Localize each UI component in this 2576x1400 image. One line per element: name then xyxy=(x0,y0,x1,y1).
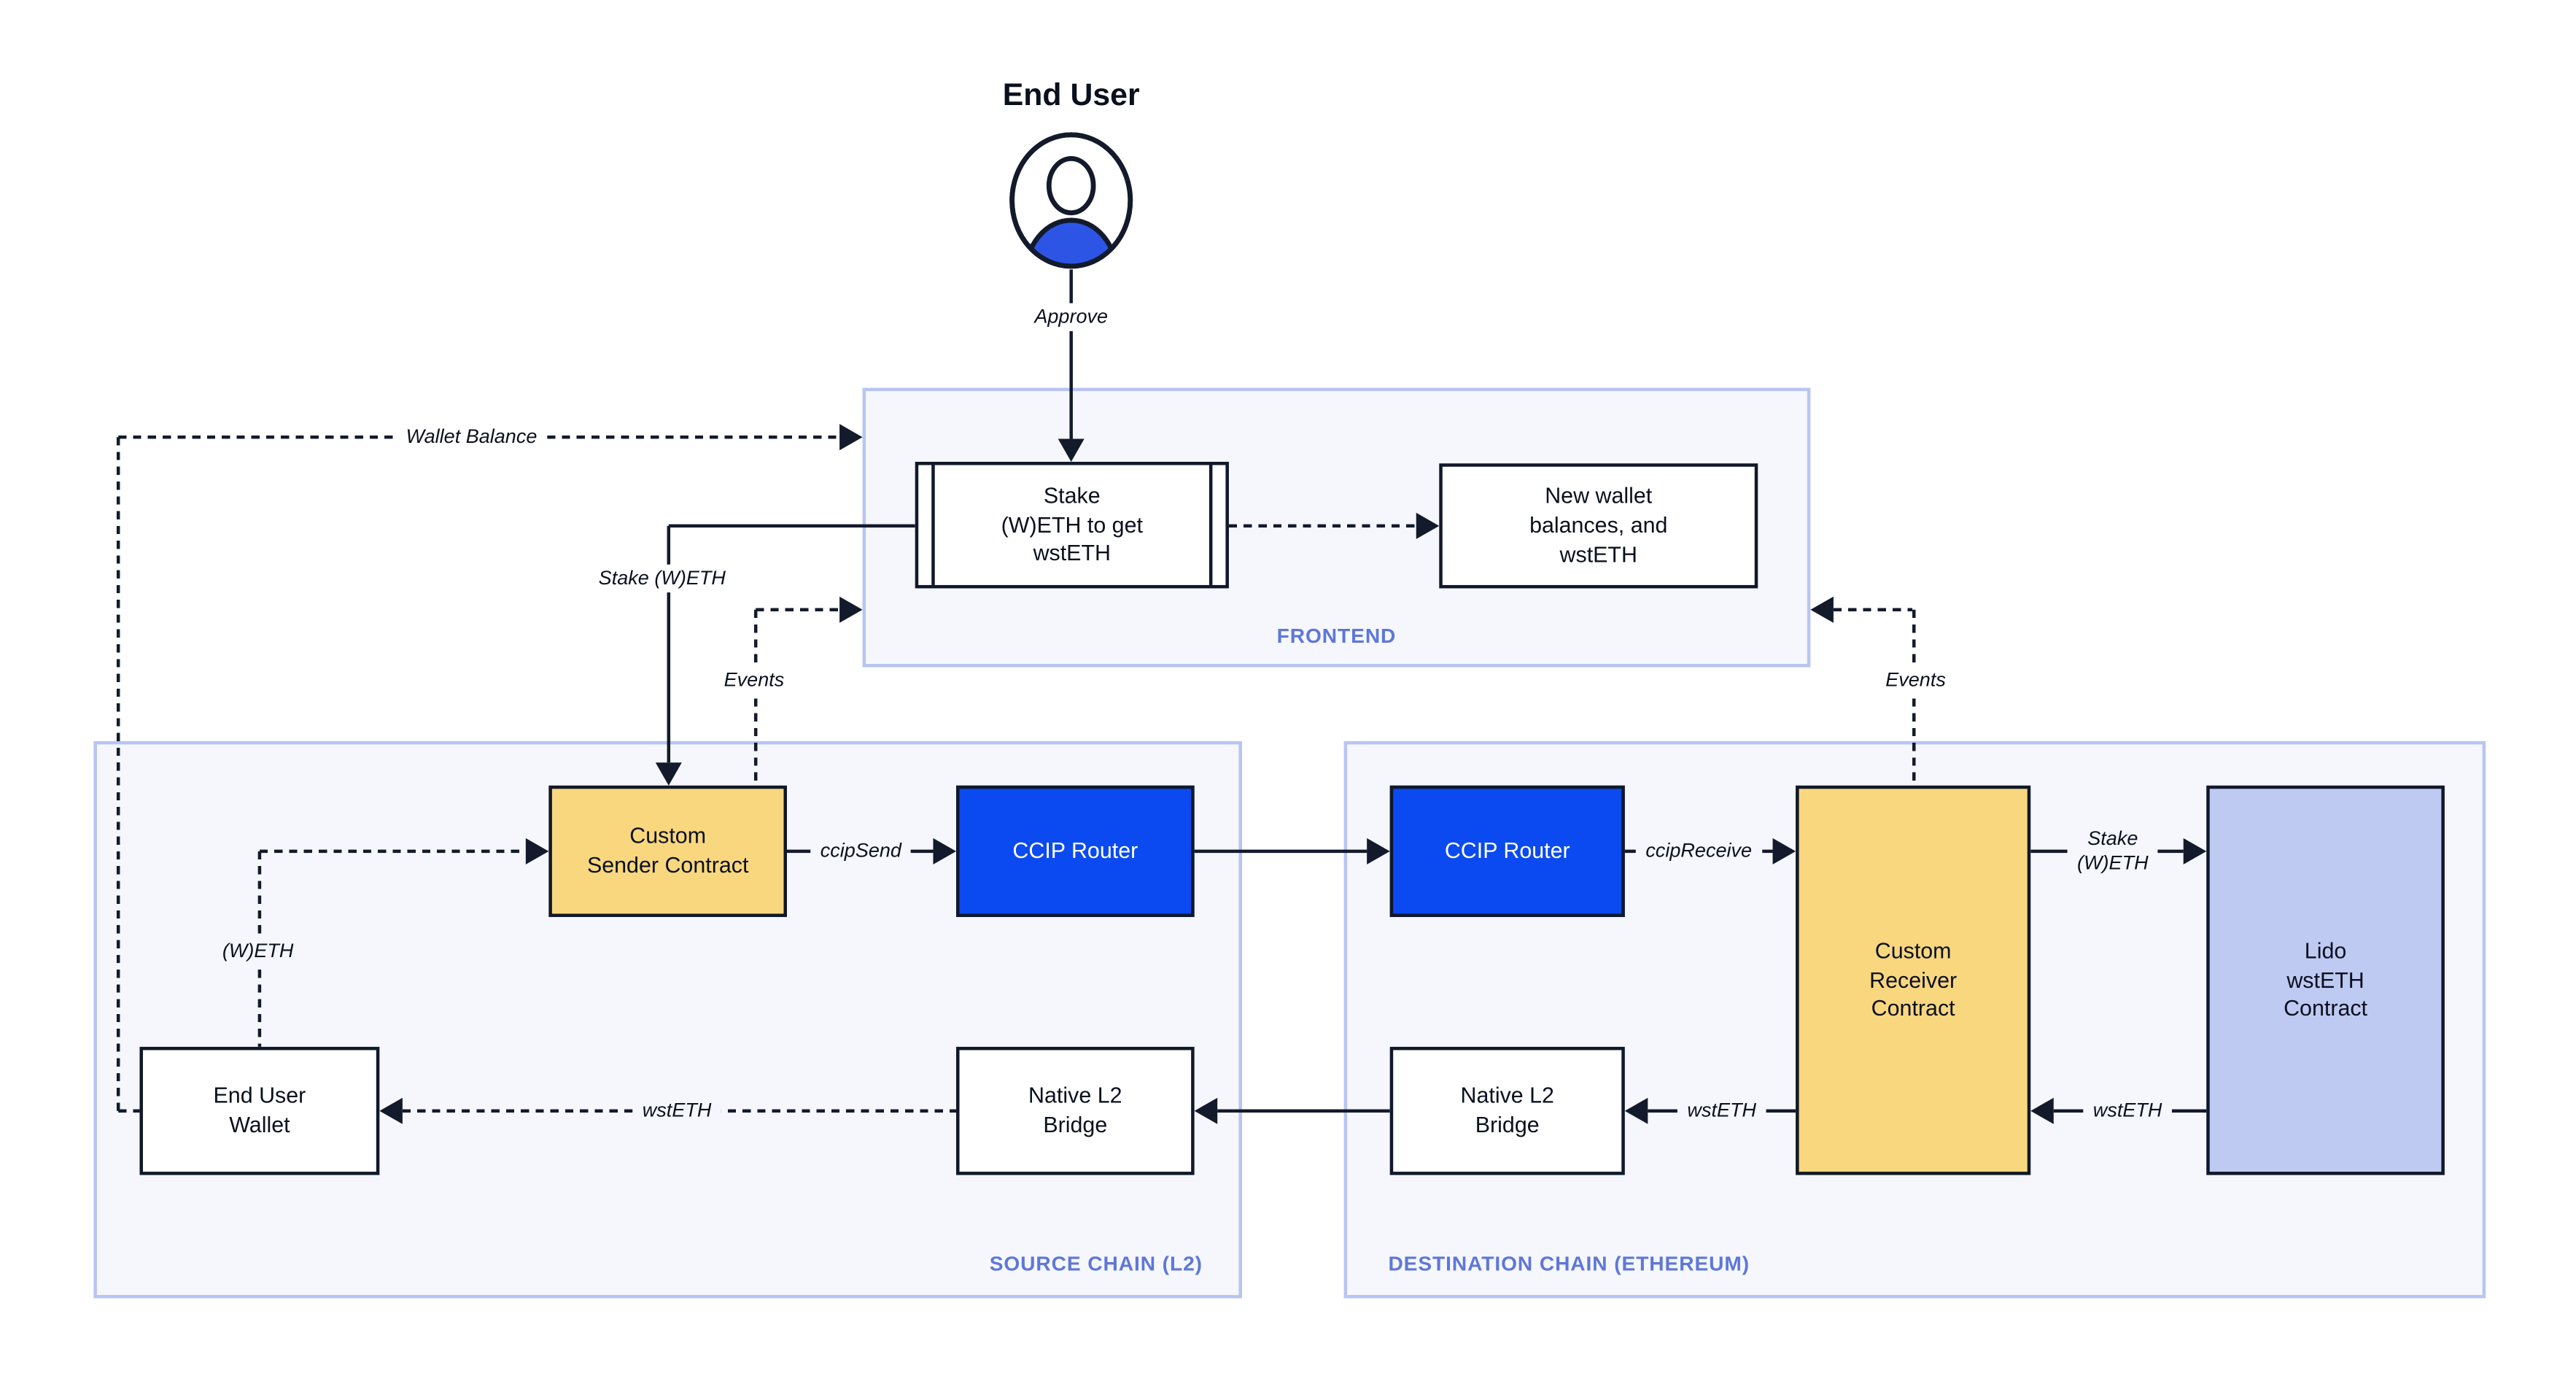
ccip-router-destination: CCIP Router xyxy=(1389,785,1625,917)
destination-chain-label: DESTINATION CHAIN (ETHEREUM) xyxy=(1388,1252,1750,1276)
events-left-line-vertical xyxy=(753,609,758,786)
events-right-line-horizontal xyxy=(1833,608,1913,611)
end-user-icon xyxy=(1009,132,1133,269)
wsteth-lido-label: wstETH xyxy=(2083,1097,2172,1125)
stake-weth-arrowhead xyxy=(655,762,682,786)
events-right-line-vertical xyxy=(1912,609,1916,786)
ccipreceive-arrowhead xyxy=(1772,838,1796,865)
stake-weth-label: Stake (W)ETH xyxy=(589,564,736,593)
ccip-router-source: CCIP Router xyxy=(956,785,1195,917)
ccipreceive-label: ccipReceive xyxy=(1635,837,1762,865)
end-user-wallet: End User Wallet xyxy=(139,1046,380,1175)
stake-to-newwallet-arrowhead xyxy=(1416,512,1440,539)
wsteth-bridge-to-wallet-arrowhead xyxy=(379,1097,403,1124)
events-right-label: Events xyxy=(1875,666,1956,695)
source-chain-label: SOURCE CHAIN (L2) xyxy=(989,1252,1203,1276)
stake-weth-dest-arrowhead xyxy=(2183,838,2207,865)
router-to-router-line xyxy=(1194,849,1367,854)
end-user-title: End User xyxy=(1002,79,1140,114)
frontend-label: FRONTEND xyxy=(1276,624,1397,648)
end-user-wallet-label: End User Wallet xyxy=(213,1083,306,1137)
events-left-line-horizontal xyxy=(756,608,840,611)
ccip-router-destination-label: CCIP Router xyxy=(1444,838,1570,863)
wallet-balance-line-stub xyxy=(118,1109,140,1113)
approve-arrow-line xyxy=(1069,269,1073,439)
native-bridge-source: Native L2 Bridge xyxy=(956,1046,1195,1175)
stake-weth-line-vertical xyxy=(667,525,671,763)
native-bridge-destination: Native L2 Bridge xyxy=(1389,1046,1625,1175)
stake-weth-line-horizontal xyxy=(668,524,915,528)
events-left-label: Events xyxy=(714,666,794,695)
new-wallet-box-label: New wallet balances, and wstETH xyxy=(1529,483,1668,567)
lido-wsteth-label: Lido wstETH Contract xyxy=(2284,937,2368,1021)
stake-box-right-bar xyxy=(1209,465,1213,585)
bridge-to-bridge-line xyxy=(1217,1109,1390,1113)
approve-label: Approve xyxy=(1024,303,1118,331)
native-bridge-destination-label: Native L2 Bridge xyxy=(1460,1083,1554,1137)
wallet-balance-label: Wallet Balance xyxy=(396,423,547,452)
bridge-to-bridge-arrowhead xyxy=(1194,1097,1218,1124)
stake-weth-dest-label: Stake (W)ETH xyxy=(2067,824,2159,878)
weth-arrowhead xyxy=(525,838,549,865)
custom-sender-contract: Custom Sender Contract xyxy=(548,785,787,917)
approve-arrowhead xyxy=(1058,438,1085,462)
wallet-balance-line-vertical xyxy=(116,437,120,1111)
wsteth-receiver-label: wstETH xyxy=(1677,1097,1766,1125)
router-to-router-arrowhead xyxy=(1367,838,1390,865)
stake-to-newwallet-line xyxy=(1228,524,1416,528)
stake-box-label: Stake (W)ETH to get wstETH xyxy=(1001,482,1143,566)
events-left-arrowhead xyxy=(839,596,863,623)
ccip-router-source-label: CCIP Router xyxy=(1012,838,1138,863)
wallet-balance-arrowhead xyxy=(839,424,863,451)
events-right-arrowhead xyxy=(1810,596,1834,623)
ccipsend-label: ccipSend xyxy=(810,837,912,865)
wsteth-lido-arrowhead xyxy=(2030,1097,2054,1124)
wsteth-to-wallet-label: wstETH xyxy=(632,1097,721,1125)
ccipsend-arrowhead xyxy=(933,838,957,865)
weth-label: (W)ETH xyxy=(212,937,303,966)
native-bridge-source-label: Native L2 Bridge xyxy=(1028,1083,1122,1137)
wsteth-receiver-arrowhead xyxy=(1624,1097,1648,1124)
custom-receiver-label: Custom Receiver Contract xyxy=(1869,937,1958,1021)
lido-wsteth-contract: Lido wstETH Contract xyxy=(2206,785,2445,1175)
new-wallet-box: New wallet balances, and wstETH xyxy=(1439,463,1758,589)
stake-box-left-bar xyxy=(931,465,936,585)
weth-line-horizontal xyxy=(259,849,526,854)
custom-receiver-contract: Custom Receiver Contract xyxy=(1796,785,2031,1175)
custom-sender-label: Custom Sender Contract xyxy=(586,823,749,878)
stake-box: Stake (W)ETH to get wstETH xyxy=(915,461,1229,589)
